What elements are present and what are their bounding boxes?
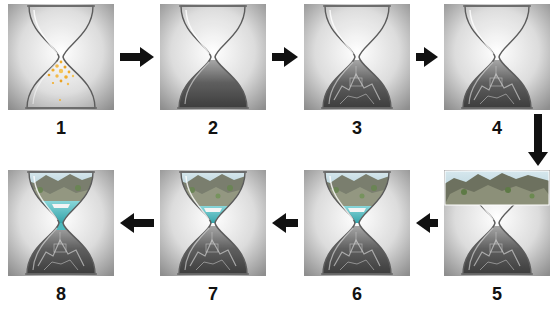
hourglass-glass [321,172,393,274]
hourglass-glass [321,6,393,108]
hourglass-panel [304,4,410,110]
block-arrow [134,219,154,227]
hourglass-panel: 3 [304,4,410,110]
hourglass-panel: 4 [444,4,550,110]
hourglass-panel: 1 [8,4,114,110]
hourglass-glass [177,6,249,108]
hourglass-panel [444,170,550,276]
hourglass-panel: 7 [160,170,266,276]
step-number: 2 [160,118,266,138]
step-number: 4 [444,118,550,138]
hourglass-glass [25,172,97,274]
step-number: 6 [304,284,410,304]
panel-ground [444,4,550,110]
hourglass-panel: 6 [304,170,410,276]
block-arrow [416,53,424,61]
hourglass-panel [8,170,114,276]
panel-ground [8,170,114,276]
block-arrow [120,53,140,61]
step-number: 1 [8,118,114,138]
step-number: 3 [304,118,410,138]
panel-ground [304,4,410,110]
hourglass-panel [8,4,114,110]
panel-ground [304,170,410,276]
step-number: 8 [8,284,114,304]
hourglass-glass [25,6,97,108]
hourglass-panel: 2 [160,4,266,110]
panel-ground [444,170,550,276]
landscape-photo [444,170,550,206]
step-number: 7 [160,284,266,304]
block-arrow [534,114,542,152]
block-arrow [430,219,438,227]
hourglass-panel [160,170,266,276]
hourglass-glass [177,172,249,274]
hourglass-panel [444,4,550,110]
panel-ground [160,4,266,110]
step-number: 5 [444,284,550,304]
hourglass-panel: 8 [8,170,114,276]
block-arrow [272,53,284,61]
hourglass-panel [304,170,410,276]
hourglass-glass [461,6,533,108]
panel-ground [8,4,114,110]
hourglass-panel: 5 [444,170,550,276]
panel-ground [160,170,266,276]
hourglass-panel [160,4,266,110]
block-arrow [286,219,298,227]
